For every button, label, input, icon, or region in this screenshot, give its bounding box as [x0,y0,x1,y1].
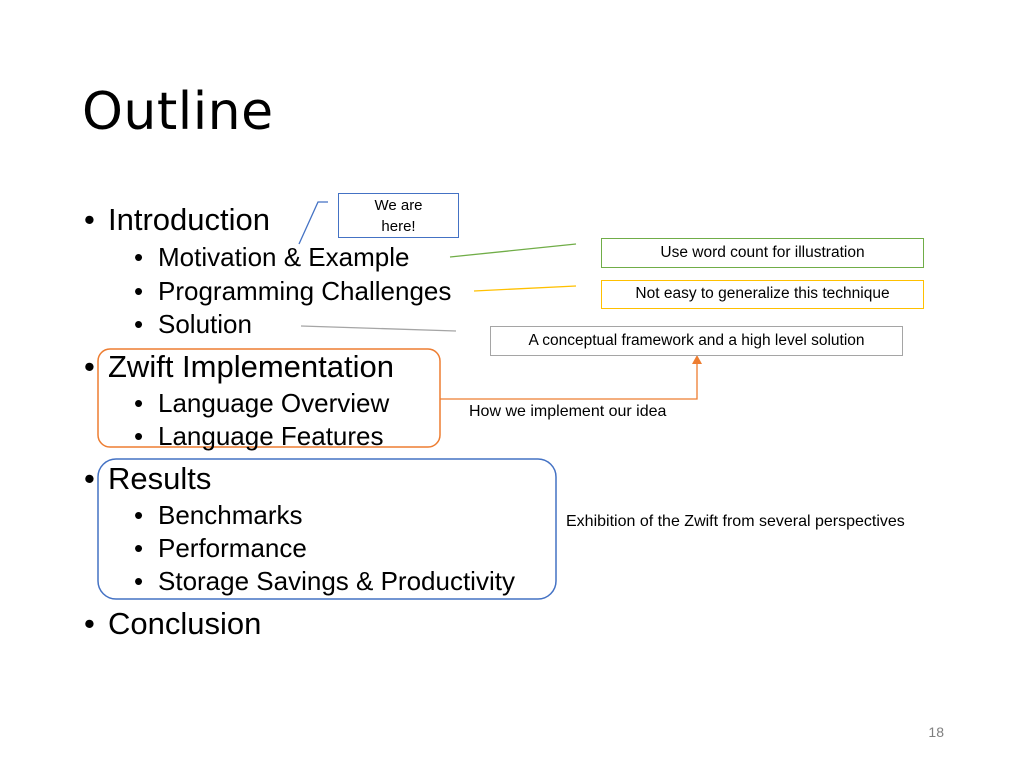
motivation-label: Motivation & Example [158,242,410,272]
we-are-here-line1: We are [374,197,423,214]
outline-item-solution: • Solution [134,308,252,340]
outline-item-programming-challenges: • Programming Challenges [134,275,451,307]
language-overview-label: Language Overview [158,388,390,418]
bullet: • [134,421,144,451]
storage-savings-label: Storage Savings & Productivity [158,566,515,596]
outline-item-performance: • Performance [134,532,307,564]
exhibition-note: Exhibition of the Zwift from several per… [566,513,905,530]
conclusion-label: Conclusion [108,606,262,641]
bullet: • [134,276,144,306]
outline-item-motivation: • Motivation & Example [134,241,409,273]
bullet: • [84,349,95,384]
bullet: • [134,566,144,596]
outline-item-storage-savings: • Storage Savings & Productivity [134,565,515,597]
results-label: Results [108,461,212,496]
challenges-connector [473,285,577,292]
outline-item-language-overview: • Language Overview [134,387,389,419]
we-are-here-line2: here! [381,218,416,235]
performance-label: Performance [158,533,307,563]
results-highlight-box [97,458,557,600]
bullet: • [134,388,144,418]
bullet: • [134,242,144,272]
bullet: • [134,500,144,530]
slide-title: Outline [82,82,274,142]
outline-item-conclusion: • Conclusion [84,606,261,642]
motivation-connector [449,243,577,258]
programming-challenges-label: Programming Challenges [158,276,452,306]
bullet: • [84,202,95,237]
outline-item-results: • Results [84,461,211,497]
outline-item-introduction: • Introduction [84,202,270,238]
we-are-here-callout: We are here! [338,193,459,238]
conceptual-framework-callout: A conceptual framework and a high level … [490,326,903,356]
bullet: • [84,461,95,496]
implementation-arrowhead [692,355,702,364]
bullet: • [84,606,95,641]
zwift-implementation-label: Zwift Implementation [108,349,394,384]
bullet: • [134,309,144,339]
zwift-highlight-box [97,348,441,448]
how-we-implement-note: How we implement our idea [469,403,667,420]
implementation-arrow [440,360,698,400]
outline-item-language-features: • Language Features [134,420,384,452]
outline-item-zwift-implementation: • Zwift Implementation [84,349,394,385]
page-number: 18 [928,724,944,740]
outline-item-benchmarks: • Benchmarks [134,499,303,531]
solution-connector [300,325,457,332]
introduction-label: Introduction [108,202,270,237]
we-are-here-connector [298,201,328,245]
solution-label: Solution [158,309,252,339]
language-features-label: Language Features [158,421,384,451]
not-easy-callout: Not easy to generalize this technique [601,280,924,309]
word-count-callout: Use word count for illustration [601,238,924,268]
benchmarks-label: Benchmarks [158,500,303,530]
bullet: • [134,533,144,563]
